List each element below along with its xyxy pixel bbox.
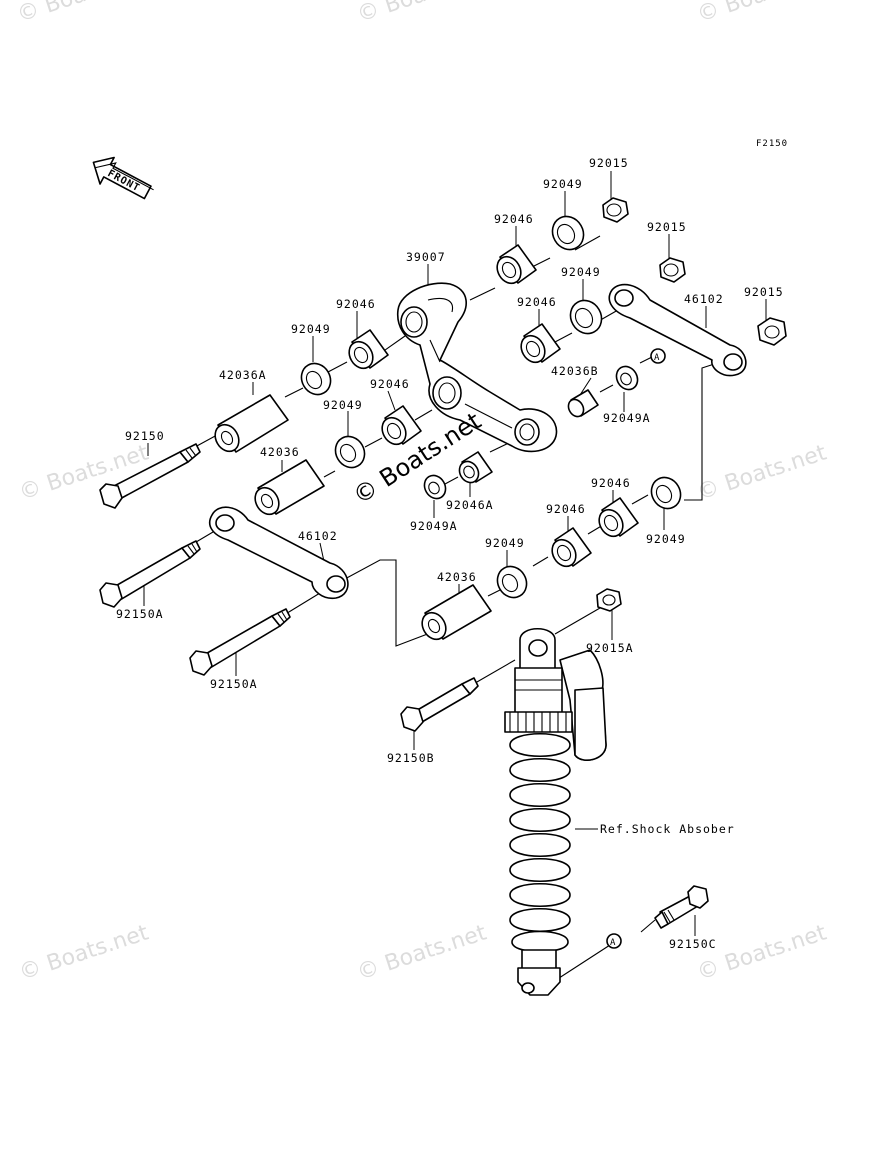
bolt-92150b [400, 677, 479, 732]
watermark: © Boats.net [694, 440, 830, 505]
part-label: 92046 [370, 377, 410, 391]
washer-92049a [423, 474, 447, 500]
part-label: 92049 [561, 265, 601, 279]
tie-rod-46102-upper [608, 283, 747, 377]
part-label: 92049 [323, 398, 363, 412]
collar-42036 [254, 459, 325, 516]
bearing-92046 [520, 323, 561, 364]
watermark: © Boats.net [694, 0, 830, 28]
part-label: 92150A [210, 677, 258, 691]
part-label: 92049 [646, 532, 686, 546]
part-label: 42036 [437, 570, 477, 584]
part-label: 92150C [669, 937, 717, 951]
tie-rod-46102-lower [208, 506, 349, 600]
part-label: 92015 [744, 285, 784, 299]
front-arrow-icon: FRONT [92, 156, 154, 200]
washer-92049 [551, 215, 585, 251]
ref-label: Ref.Shock Absober [600, 822, 735, 836]
part-labels: 92015 92049 92015 92046 39007 92049 4610… [116, 156, 784, 951]
watermark: © Boats.net [354, 920, 490, 985]
washer-92049 [300, 362, 332, 396]
bearing-92046a [458, 451, 493, 484]
part-label: 92049 [543, 177, 583, 191]
bearing-92046 [496, 244, 537, 285]
watermark-center: © Boats.net [348, 407, 486, 510]
part-label: 46102 [298, 529, 338, 543]
part-label: 92046 [591, 476, 631, 490]
leader-lines [143, 171, 767, 936]
part-label: 92150 [125, 429, 165, 443]
bearing-92046 [381, 405, 422, 446]
watermark: © Boats.net [14, 0, 150, 28]
bolt-92150a-lower [189, 608, 291, 676]
part-label: 92015 [647, 220, 687, 234]
bolt-92150a-upper [99, 540, 201, 608]
washer-92049 [334, 435, 366, 469]
collar-42036b [567, 389, 599, 418]
part-label: 92049 [291, 322, 331, 336]
part-label: 92150A [116, 607, 164, 621]
part-label: 92046 [517, 295, 557, 309]
watermarks: © Boats.net © Boats.net © Boats.net © Bo… [14, 0, 830, 986]
part-label: 92150B [387, 751, 435, 765]
part-label: 92049 [485, 536, 525, 550]
nut-92015-top [602, 197, 629, 223]
washer-92049 [569, 299, 603, 335]
part-label: 42036A [219, 368, 267, 382]
nut-92015a [596, 588, 622, 612]
watermark: © Boats.net [694, 920, 830, 985]
watermark: © Boats.net [354, 0, 490, 28]
part-label: 42036 [260, 445, 300, 459]
watermark: © Boats.net [16, 440, 152, 505]
callout-a-upper: A [650, 348, 666, 364]
part-label: 92046A [446, 498, 494, 512]
bearing-92046 [551, 527, 592, 568]
part-label: 92049A [603, 411, 651, 425]
shock-absorber [504, 628, 607, 996]
nut-92015-right [757, 317, 787, 346]
washer-92049 [650, 476, 682, 510]
nut-92015-mid [659, 257, 686, 283]
part-label: 92015 [589, 156, 629, 170]
bearing-92046 [348, 329, 389, 370]
callout-a-lower: A [606, 933, 622, 949]
part-label: 92015A [586, 641, 634, 655]
collar-42036a [214, 394, 289, 453]
part-label: 92046 [494, 212, 534, 226]
bolt-92150c [654, 885, 709, 929]
bolt-92150 [99, 443, 201, 509]
axis-lines [185, 235, 743, 981]
callout-letter: A [610, 938, 616, 948]
part-label: 42036B [551, 364, 599, 378]
part-label: 39007 [406, 250, 446, 264]
part-label: 92049A [410, 519, 458, 533]
part-label: 92046 [546, 502, 586, 516]
washer-92049a [615, 365, 639, 391]
diagram-code: F2150 [756, 139, 788, 149]
part-label: 46102 [684, 292, 724, 306]
collar-42036 [421, 584, 492, 641]
bearing-92046 [598, 497, 639, 538]
watermark: © Boats.net [16, 920, 152, 985]
callout-letter: A [654, 353, 660, 363]
rocker-arm-39007 [396, 282, 558, 453]
part-label: 92046 [336, 297, 376, 311]
washer-92049 [496, 565, 528, 599]
